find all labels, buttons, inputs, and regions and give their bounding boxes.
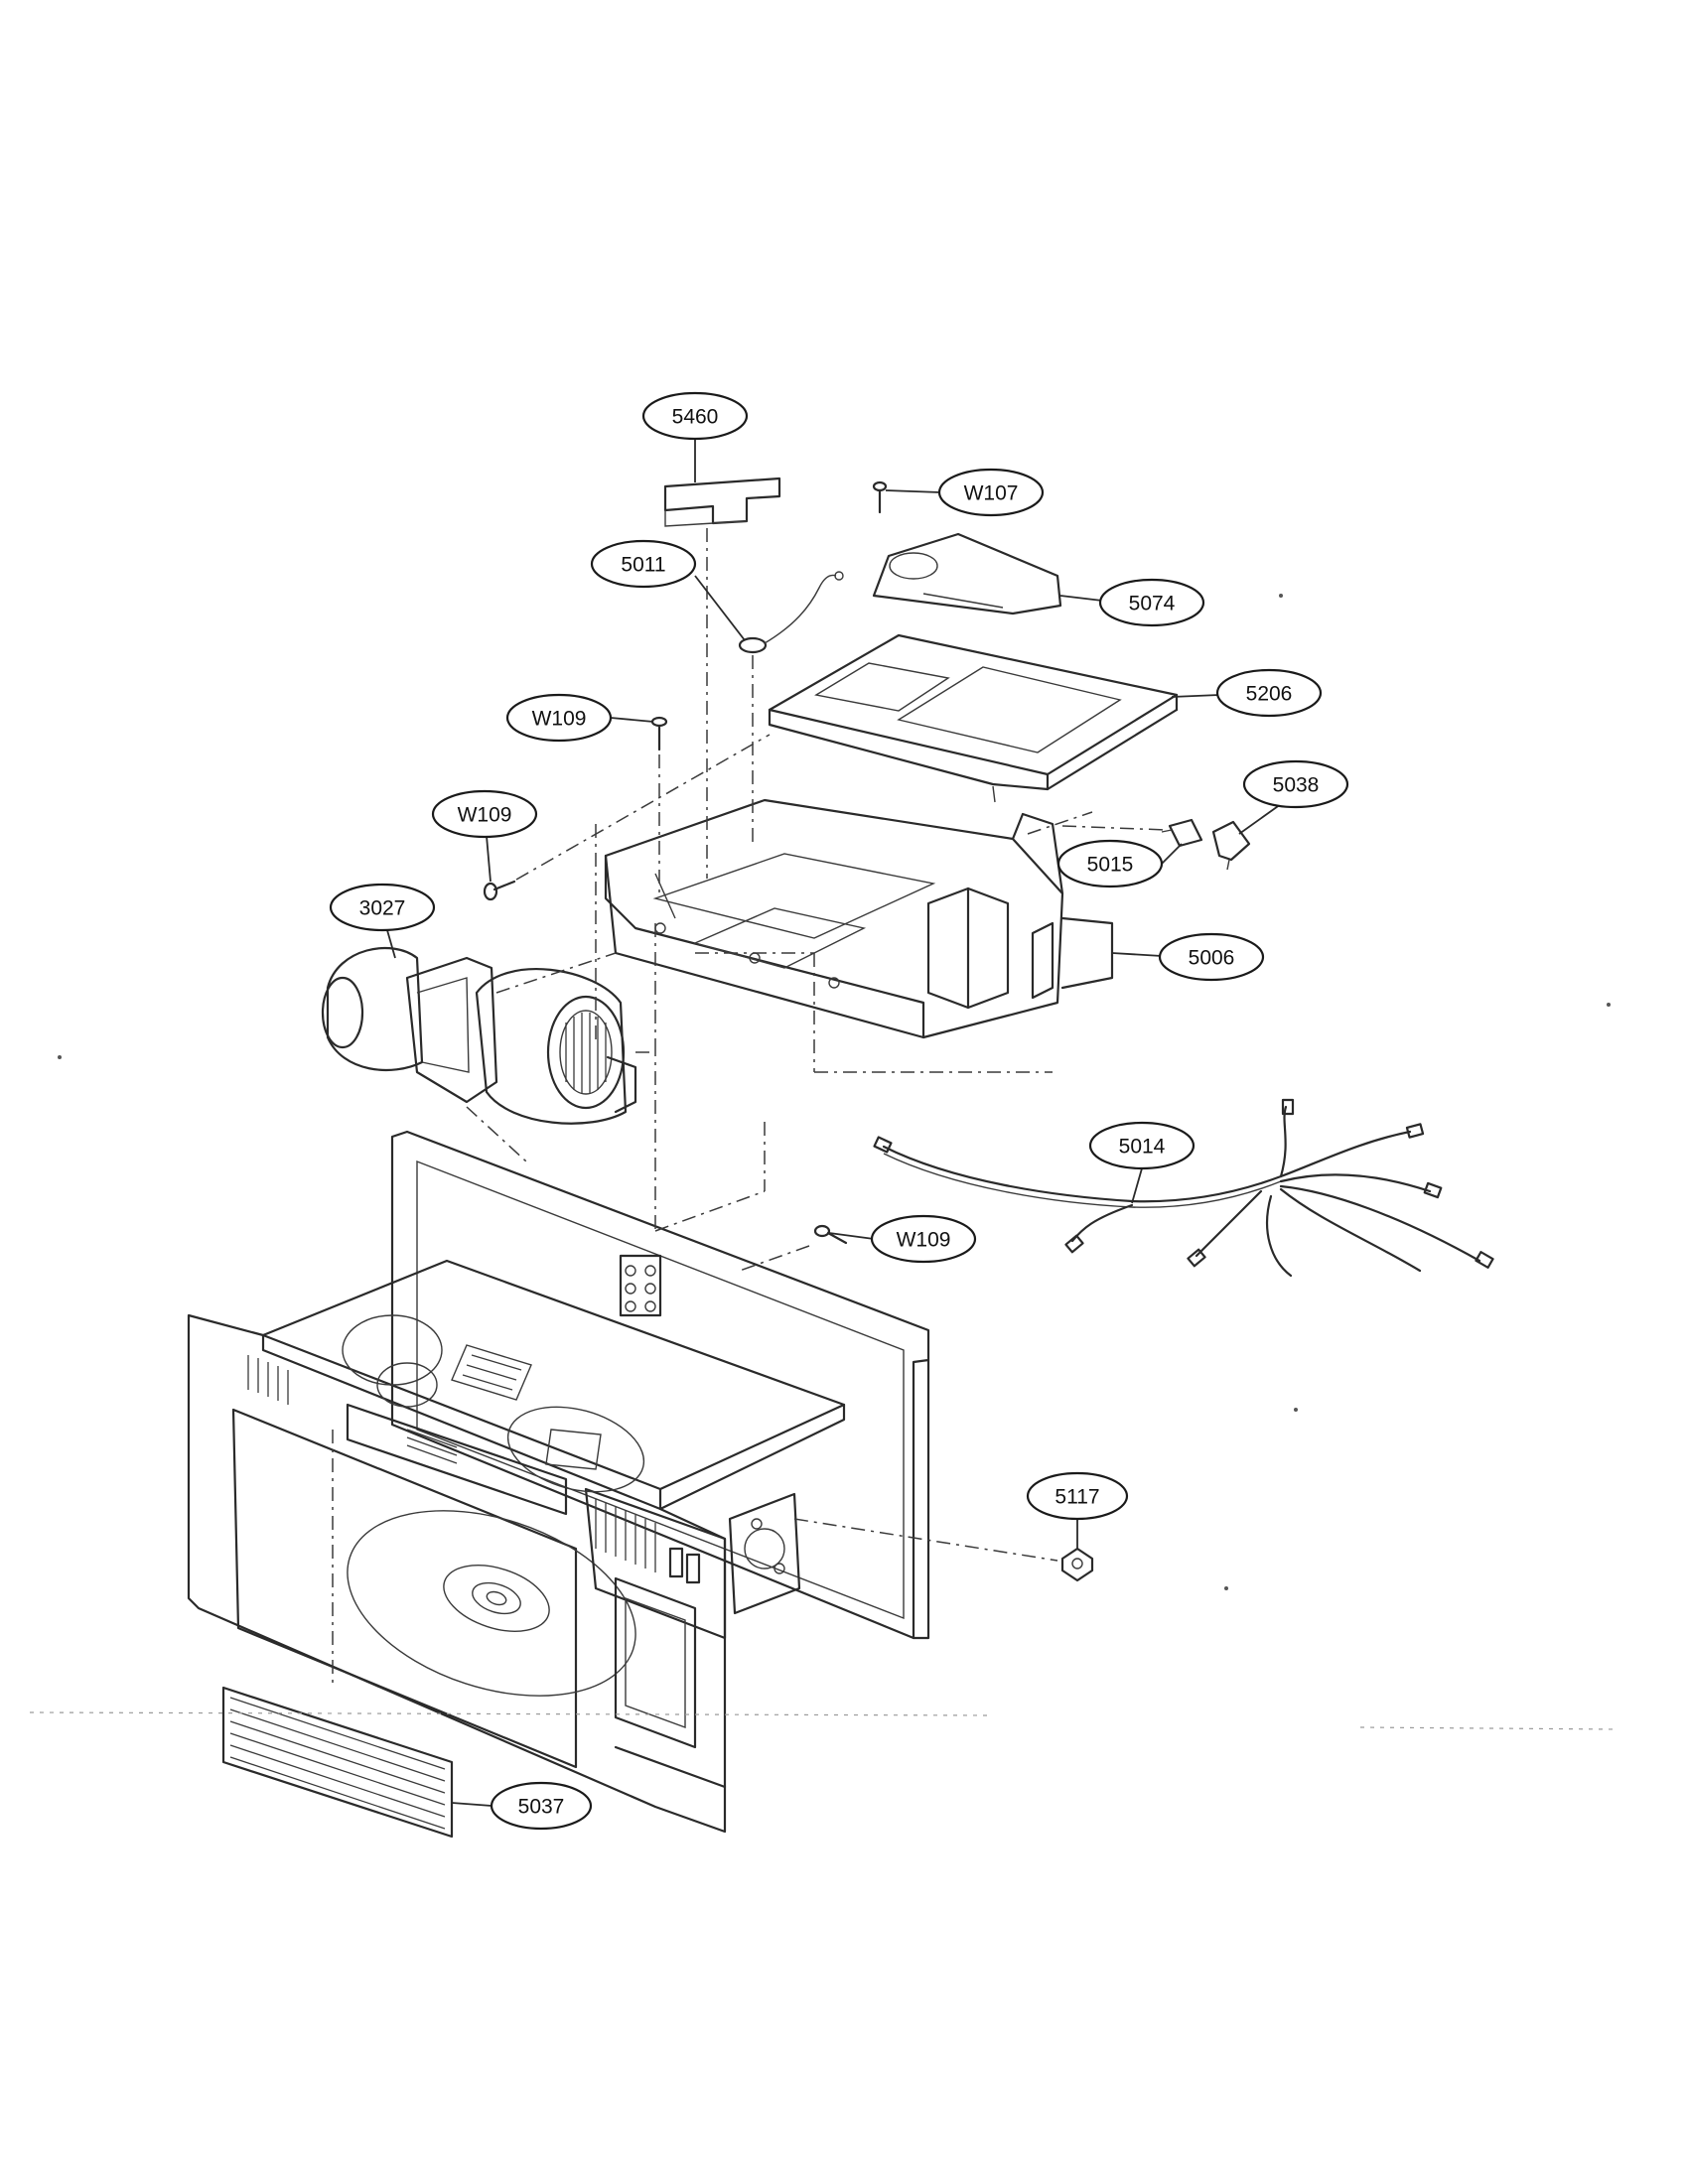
scan-artifacts (29, 594, 1619, 1730)
callout-label: 5011 (621, 554, 665, 577)
callout-label: 5074 (1129, 593, 1176, 615)
callout-5206: 5206 (1215, 668, 1323, 718)
callout-3027: 3027 (329, 883, 436, 932)
callout-5117: 5117 (1026, 1471, 1129, 1521)
part-3027-blower-motor (321, 946, 637, 1125)
part-5038-holder (1211, 820, 1251, 871)
callout-label: 5460 (672, 406, 719, 429)
part-main-cavity-case (187, 1130, 930, 1834)
callout-label: W109 (458, 804, 512, 827)
callout-label: W107 (964, 482, 1019, 505)
part-w107-screw (872, 480, 888, 514)
callout-label: 5006 (1189, 947, 1235, 970)
callout-label: 5206 (1246, 683, 1293, 706)
part-5074-plate (872, 532, 1062, 615)
callout-5011: 5011 (590, 539, 697, 589)
part-5015-switch (1161, 818, 1203, 848)
callout-5014: 5014 (1088, 1121, 1196, 1170)
part-5011-sensor (738, 571, 844, 654)
callout-5038: 5038 (1242, 759, 1349, 809)
callout-label: W109 (532, 708, 587, 731)
callout-label: 5037 (518, 1796, 565, 1819)
part-5006-base-tray (604, 798, 1114, 1039)
callout-w109-right: W109 (870, 1214, 977, 1264)
callout-label: 5038 (1273, 774, 1320, 797)
part-5206-top-cover (768, 633, 1179, 803)
part-w109-screw-left (483, 880, 516, 901)
callout-5015: 5015 (1056, 839, 1164, 888)
callout-label: W109 (897, 1229, 951, 1252)
callout-label: 3027 (359, 897, 406, 920)
callout-w107: W107 (937, 468, 1045, 517)
part-5037-grease-filter (221, 1686, 454, 1839)
callout-label: 5117 (1055, 1486, 1099, 1509)
callout-5037: 5037 (490, 1781, 593, 1831)
part-5460-bracket (663, 477, 781, 527)
callout-label: 5015 (1087, 854, 1134, 877)
callout-5460: 5460 (641, 391, 749, 441)
callout-label: 5014 (1119, 1136, 1166, 1159)
part-w109-screw-upper (650, 716, 668, 751)
callout-5074: 5074 (1098, 578, 1205, 627)
callout-5006: 5006 (1158, 932, 1265, 982)
part-5117-nut (1060, 1547, 1094, 1582)
callout-w109-upper: W109 (505, 693, 613, 743)
callout-leaders (386, 439, 1282, 1807)
assembly-guide-lines (332, 528, 1168, 1688)
part-5014-wire-harness (873, 1098, 1494, 1278)
callout-w109-left: W109 (431, 789, 538, 839)
part-w109-screw-right (813, 1224, 848, 1245)
